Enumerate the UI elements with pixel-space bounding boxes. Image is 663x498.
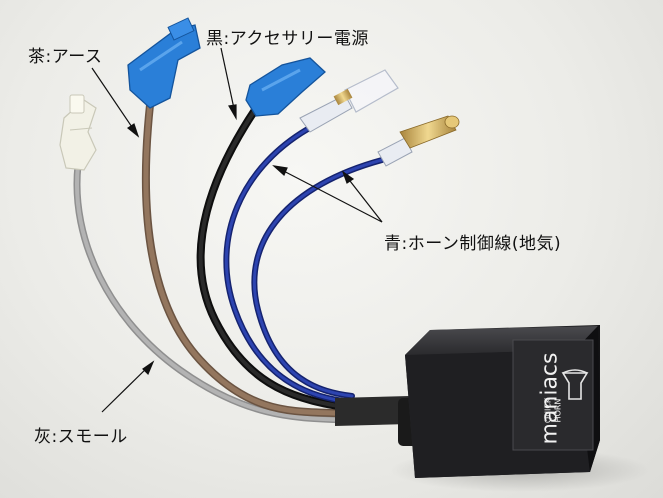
- control-box: [405, 325, 600, 478]
- white-connector: [59, 94, 97, 171]
- wires: [73, 101, 385, 424]
- label-gray-small-light: 灰:スモール: [34, 427, 128, 447]
- device-label: maniacs QUICK HORN: [514, 352, 592, 448]
- model-line-1: QUICK: [543, 397, 553, 424]
- label-black-accessory: 黒:アクセサリー電源: [206, 29, 369, 49]
- label-brown-ground: 茶:アース: [28, 47, 103, 67]
- label-plate: [512, 339, 594, 451]
- cable-bundle: [335, 396, 410, 426]
- blue-wire-2: [251, 157, 385, 399]
- model-line-2: HORN: [553, 398, 563, 423]
- blue-connector-brown: [127, 17, 201, 109]
- label-blue-horn-control: 青:ホーン制御線(地気): [384, 234, 562, 254]
- horn-icon: [561, 369, 589, 400]
- male-terminal: [377, 115, 460, 167]
- leader-lines: [91, 47, 383, 413]
- female-terminal: [299, 69, 399, 133]
- blue-connector-black: [245, 57, 326, 117]
